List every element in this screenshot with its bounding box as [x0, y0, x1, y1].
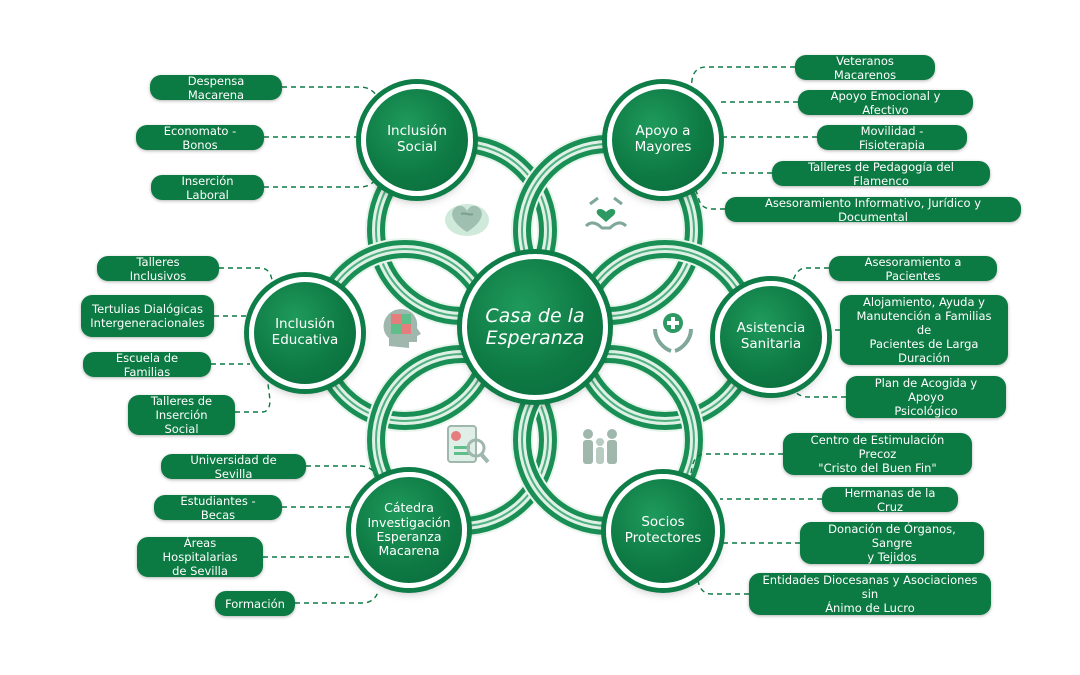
- dashed-connector: [693, 185, 725, 210]
- hub-inclusion-social: Inclusión Social: [361, 84, 473, 196]
- leaf-pill: Movilidad - Fisioterapia: [817, 124, 967, 152]
- leaf-pill: Alojamiento, Ayuda y Manutención a Famil…: [840, 295, 1008, 365]
- leaf-pill: Economato - Bonos: [136, 124, 264, 152]
- hub-inclusion-educativa: Inclusión Educativa: [249, 277, 361, 389]
- leaf-pill: Talleres de Inserción Social: [128, 394, 235, 436]
- leaf-pill: Formación: [215, 591, 295, 616]
- leaf-pill: Veteranos Macarenos: [795, 54, 935, 82]
- leaf-pill: Apoyo Emocional y Afectivo: [798, 89, 973, 117]
- leaf-pill: Centro de Estimulación Precoz "Cristo de…: [783, 433, 972, 475]
- dashed-connector: [689, 453, 783, 479]
- leaf-pill: Entidades Diocesanas y Asociaciones sin …: [749, 573, 991, 615]
- leaf-pill: Asesoramiento Informativo, Jurídico y Do…: [725, 196, 1021, 224]
- dashed-connector: [791, 267, 829, 285]
- dashed-connector: [689, 66, 795, 97]
- hub-label: Apoyo a Mayores: [634, 123, 692, 155]
- leaf-pill: Talleres Inclusivos: [97, 255, 219, 283]
- leaf-pill: Talleres de Pedagogía del Flamenco: [772, 160, 990, 188]
- leaf-pill: Donación de Órganos, Sangre y Tejidos: [800, 522, 984, 564]
- leaf-pill: Escuela de Familias: [83, 351, 211, 379]
- leaf-pill: Universidad de Sevilla: [161, 453, 306, 481]
- hub-catedra: Cátedra Investigación Esperanza Macarena: [351, 472, 467, 588]
- hands-medical-cross-icon: [653, 313, 693, 353]
- hub-label: Inclusión Social: [387, 123, 447, 155]
- hands-heart-icon: [445, 204, 489, 236]
- leaf-pill: Inserción Laboral: [151, 174, 264, 202]
- center-hub-label: Casa de la Esperanza: [485, 304, 585, 349]
- leaf-pill: Estudiantes - Becas: [154, 494, 282, 522]
- hub-apoyo-mayores: Apoyo a Mayores: [607, 84, 719, 196]
- leaf-pill: Tertulias Dialógicas Intergeneracionales: [81, 295, 214, 337]
- dashed-connector: [306, 465, 379, 481]
- dashed-connector: [697, 579, 749, 595]
- family-group-icon: [583, 429, 617, 464]
- leaf-pill: Plan de Acogida y Apoyo Psicológico: [846, 376, 1006, 418]
- hub-asistencia-sanitaria: Asistencia Sanitaria: [715, 281, 827, 393]
- caring-hands-heart-icon: [584, 196, 628, 230]
- dashed-connector: [295, 591, 379, 604]
- hub-label: Inclusión Educativa: [271, 316, 339, 348]
- dashed-connector: [219, 267, 273, 281]
- dashed-connector: [791, 387, 846, 398]
- clipboard-magnifier-icon: [447, 425, 490, 464]
- hub-label: Asistencia Sanitaria: [736, 320, 806, 352]
- hub-socios-protectores: Socios Protectores: [606, 474, 720, 588]
- leaf-pill: Asesoramiento a Pacientes: [829, 255, 997, 283]
- dashed-connector: [282, 86, 379, 99]
- leaf-pill: Áreas Hospitalarias de Sevilla: [137, 536, 263, 578]
- hub-label: Socios Protectores: [624, 514, 702, 546]
- head-puzzle-icon: [383, 309, 421, 348]
- leaf-pill: Hermanas de la Cruz: [822, 486, 958, 514]
- center-hub: Casa de la Esperanza: [462, 254, 608, 400]
- dashed-connector: [235, 383, 271, 413]
- leaf-pill: Despensa Macarena: [150, 74, 282, 102]
- hub-label: Cátedra Investigación Esperanza Macarena: [367, 500, 451, 559]
- dashed-connector: [264, 175, 379, 188]
